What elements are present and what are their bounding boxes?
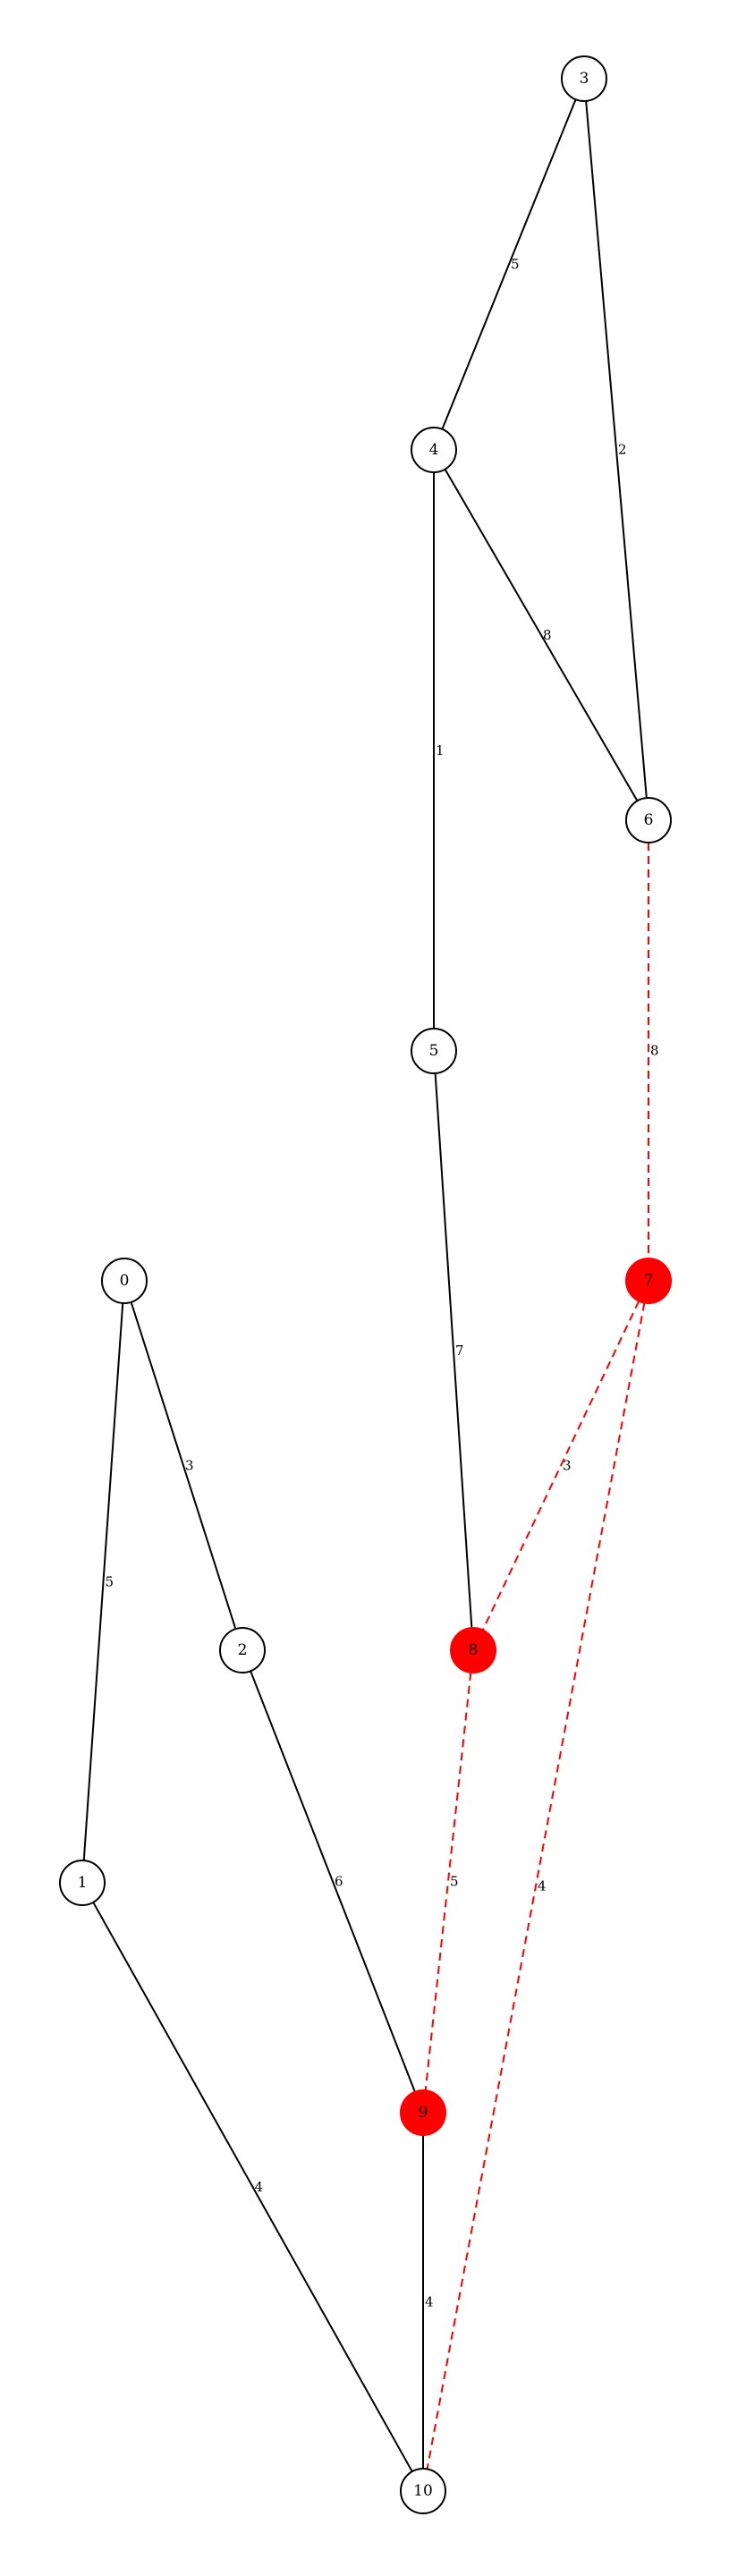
edge-weight-label-6-7: 8 (650, 1043, 659, 1059)
edge-weight-label-0-1: 5 (106, 1574, 114, 1590)
node-9: 9 (400, 2089, 446, 2136)
node-10: 10 (400, 2468, 446, 2514)
node-circle-5 (411, 1028, 457, 1074)
node-4: 4 (411, 427, 457, 473)
node-label-2: 2 (238, 1641, 248, 1659)
node-0: 0 (101, 1258, 148, 1304)
node-label-8: 8 (469, 1641, 479, 1659)
node-2: 2 (219, 1627, 266, 1674)
edge-5-8 (434, 1072, 473, 1629)
node-circle-9 (400, 2089, 446, 2136)
edge-weight-label-0-2: 3 (185, 1458, 194, 1474)
edge-1-10 (92, 1902, 413, 2472)
edges-layer (82, 98, 649, 2472)
node-label-5: 5 (429, 1042, 439, 1060)
edge-weight-label-9-10: 4 (425, 2294, 434, 2310)
node-circle-10 (400, 2468, 446, 2514)
node-label-3: 3 (580, 70, 589, 88)
node-7: 7 (625, 1258, 672, 1304)
edge-7-10 (426, 1302, 646, 2470)
node-3: 3 (561, 55, 607, 102)
edge-3-6 (585, 100, 648, 799)
node-circle-7 (625, 1258, 672, 1304)
edge-weight-label-2-9: 6 (335, 1874, 343, 1890)
node-1: 1 (59, 1860, 106, 1906)
edge-8-9 (424, 1672, 472, 2091)
node-label-10: 10 (413, 2482, 433, 2500)
edge-weight-label-7-10: 4 (538, 1878, 547, 1894)
node-8: 8 (450, 1627, 496, 1674)
node-circle-6 (625, 797, 672, 843)
node-label-4: 4 (429, 441, 439, 459)
edge-weight-label-4-6: 8 (543, 627, 552, 643)
node-circle-2 (219, 1627, 266, 1674)
edge-weight-label-3-6: 2 (618, 442, 627, 458)
edge-weight-label-4-5: 1 (436, 742, 445, 758)
node-label-0: 0 (120, 1272, 130, 1290)
edge-7-8 (481, 1301, 640, 1631)
nodes-layer: 0 1 2 3 4 5 6 7 8 9 10 (59, 55, 672, 2514)
node-label-1: 1 (78, 1874, 88, 1892)
edge-weight-label-7-8: 3 (563, 1458, 572, 1474)
node-6: 6 (625, 797, 672, 843)
node-circle-4 (411, 427, 457, 473)
node-label-9: 9 (419, 2104, 428, 2122)
node-circle-0 (101, 1258, 148, 1304)
edge-3-4 (441, 98, 577, 430)
edge-0-2 (130, 1301, 237, 1630)
edge-2-9 (250, 1670, 416, 2093)
edge-weight-label-5-8: 7 (455, 1343, 464, 1359)
node-label-7: 7 (644, 1272, 654, 1290)
node-label-6: 6 (644, 811, 654, 829)
edge-labels-layer: 5 2 8 1 8 7 3 5 3 6 5 4 4 4 (106, 257, 659, 2310)
node-circle-8 (450, 1627, 496, 1674)
edge-4-6 (444, 469, 639, 801)
node-circle-1 (59, 1860, 106, 1906)
edge-weight-label-8-9: 5 (450, 1874, 459, 1890)
edge-weight-label-1-10: 4 (255, 2179, 264, 2195)
edge-weight-label-3-4: 5 (511, 257, 520, 273)
node-circle-3 (561, 55, 607, 102)
edge-0-1 (82, 1302, 124, 1861)
node-5: 5 (411, 1028, 457, 1074)
